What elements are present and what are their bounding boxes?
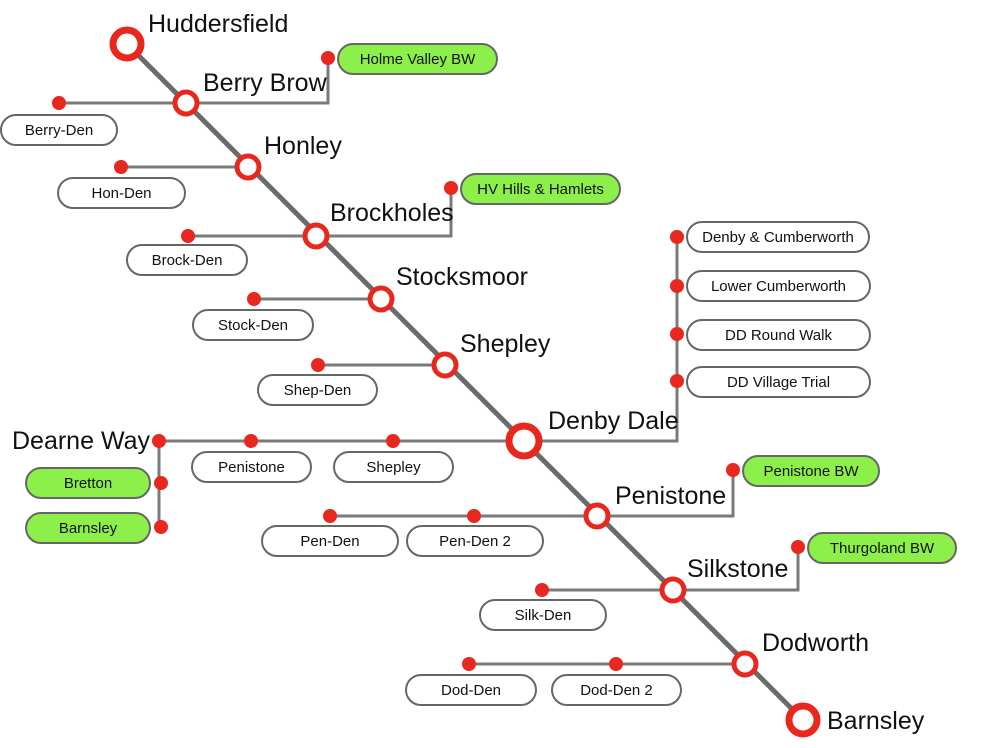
- walk-dod-den[interactable]: Dod-Den: [405, 674, 537, 706]
- walk-lower-cumberworth[interactable]: Lower Cumberworth: [686, 270, 871, 302]
- branch-denby-dale-east: [524, 237, 679, 443]
- walk-dots: [52, 51, 805, 671]
- branch-brockholes-east: [316, 188, 453, 238]
- walk-dd-village-trial[interactable]: DD Village Trial: [686, 366, 871, 398]
- station-label-silkstone: Silkstone: [687, 555, 789, 583]
- dot-hv-hills-hamlets: [444, 181, 458, 195]
- station-dodworth-marker: [731, 650, 759, 678]
- dot-denby-cumberworth: [670, 230, 684, 244]
- station-huddersfield-marker: [109, 26, 145, 62]
- station-stocksmoor-marker: [367, 285, 395, 313]
- dot-hon-den: [114, 160, 128, 174]
- walk-thurgoland-bw[interactable]: Thurgoland BW: [807, 532, 957, 564]
- walk-silk-den[interactable]: Silk-Den: [479, 599, 607, 631]
- station-label-dearne-way: Dearne Way: [12, 427, 151, 455]
- station-label-stocksmoor: Stocksmoor: [396, 263, 528, 291]
- dot-penistone-walk: [244, 434, 258, 448]
- walk-berry-den[interactable]: Berry-Den: [0, 114, 118, 146]
- dot-pen-den: [323, 509, 337, 523]
- dot-dod-den-2: [609, 657, 623, 671]
- branch-berry-brow-east: [186, 58, 330, 105]
- dot-silk-den: [535, 583, 549, 597]
- station-label-berry-brow: Berry Brow: [203, 69, 327, 97]
- walk-penistone-bw[interactable]: Penistone BW: [742, 455, 880, 487]
- dot-dd-village-trial: [670, 374, 684, 388]
- dot-bretton: [154, 476, 168, 490]
- dot-barnsley-walk: [154, 520, 168, 534]
- dot-lower-cumberworth: [670, 279, 684, 293]
- station-penistone-marker: [583, 502, 611, 530]
- dot-dd-round-walk: [670, 327, 684, 341]
- station-label-honley: Honley: [264, 132, 342, 160]
- station-honley-marker: [234, 153, 262, 181]
- station-label-brockholes: Brockholes: [330, 199, 454, 227]
- dot-pen-den-2: [467, 509, 481, 523]
- station-denby-dale-marker: [505, 422, 543, 460]
- station-shepley-marker: [431, 351, 459, 379]
- station-berry-brow-marker: [172, 89, 200, 117]
- dot-berry-den: [52, 96, 66, 110]
- dot-shep-den: [311, 358, 325, 372]
- walk-hon-den[interactable]: Hon-Den: [57, 177, 186, 209]
- station-barnsley-marker: [785, 702, 821, 738]
- walk-barnsley[interactable]: Barnsley: [25, 512, 151, 544]
- walk-brock-den[interactable]: Brock-Den: [126, 244, 248, 276]
- dot-thurgoland-bw: [791, 540, 805, 554]
- walk-dod-den-2[interactable]: Dod-Den 2: [551, 674, 682, 706]
- station-label-huddersfield: Huddersfield: [148, 10, 289, 38]
- station-label-dodworth: Dodworth: [762, 629, 869, 657]
- dot-penistone-bw: [726, 463, 740, 477]
- walk-shep-den[interactable]: Shep-Den: [257, 374, 378, 406]
- walk-bretton[interactable]: Bretton: [25, 467, 151, 499]
- dot-dod-den: [462, 657, 476, 671]
- station-silkstone-marker: [659, 576, 687, 604]
- walk-denby-cumberworth[interactable]: Denby & Cumberworth: [686, 221, 870, 253]
- walk-penistone[interactable]: Penistone: [191, 451, 312, 483]
- walk-dd-round-walk[interactable]: DD Round Walk: [686, 319, 871, 351]
- station-label-barnsley: Barnsley: [827, 707, 925, 735]
- station-label-denby-dale: Denby Dale: [548, 407, 679, 435]
- branch-silkstone-east: [673, 547, 800, 592]
- walk-hv-hills-hamlets[interactable]: HV Hills & Hamlets: [460, 173, 621, 205]
- walk-shepley[interactable]: Shepley: [333, 451, 454, 483]
- walk-pen-den[interactable]: Pen-Den: [261, 525, 399, 557]
- station-label-shepley: Shepley: [460, 330, 551, 358]
- dot-holme-valley-bw: [321, 51, 335, 65]
- walk-holme-valley-bw[interactable]: Holme Valley BW: [337, 43, 498, 75]
- station-markers: [109, 26, 821, 738]
- walk-stock-den[interactable]: Stock-Den: [192, 309, 314, 341]
- station-label-penistone: Penistone: [615, 482, 727, 510]
- dot-dearne-way: [152, 434, 166, 448]
- dot-shepley-walk: [386, 434, 400, 448]
- branch-penistone-east: [597, 470, 735, 518]
- dot-brock-den: [181, 229, 195, 243]
- walk-pen-den-2[interactable]: Pen-Den 2: [406, 525, 544, 557]
- dot-stock-den: [247, 292, 261, 306]
- branch-lines: [59, 58, 800, 666]
- station-brockholes-marker: [302, 222, 330, 250]
